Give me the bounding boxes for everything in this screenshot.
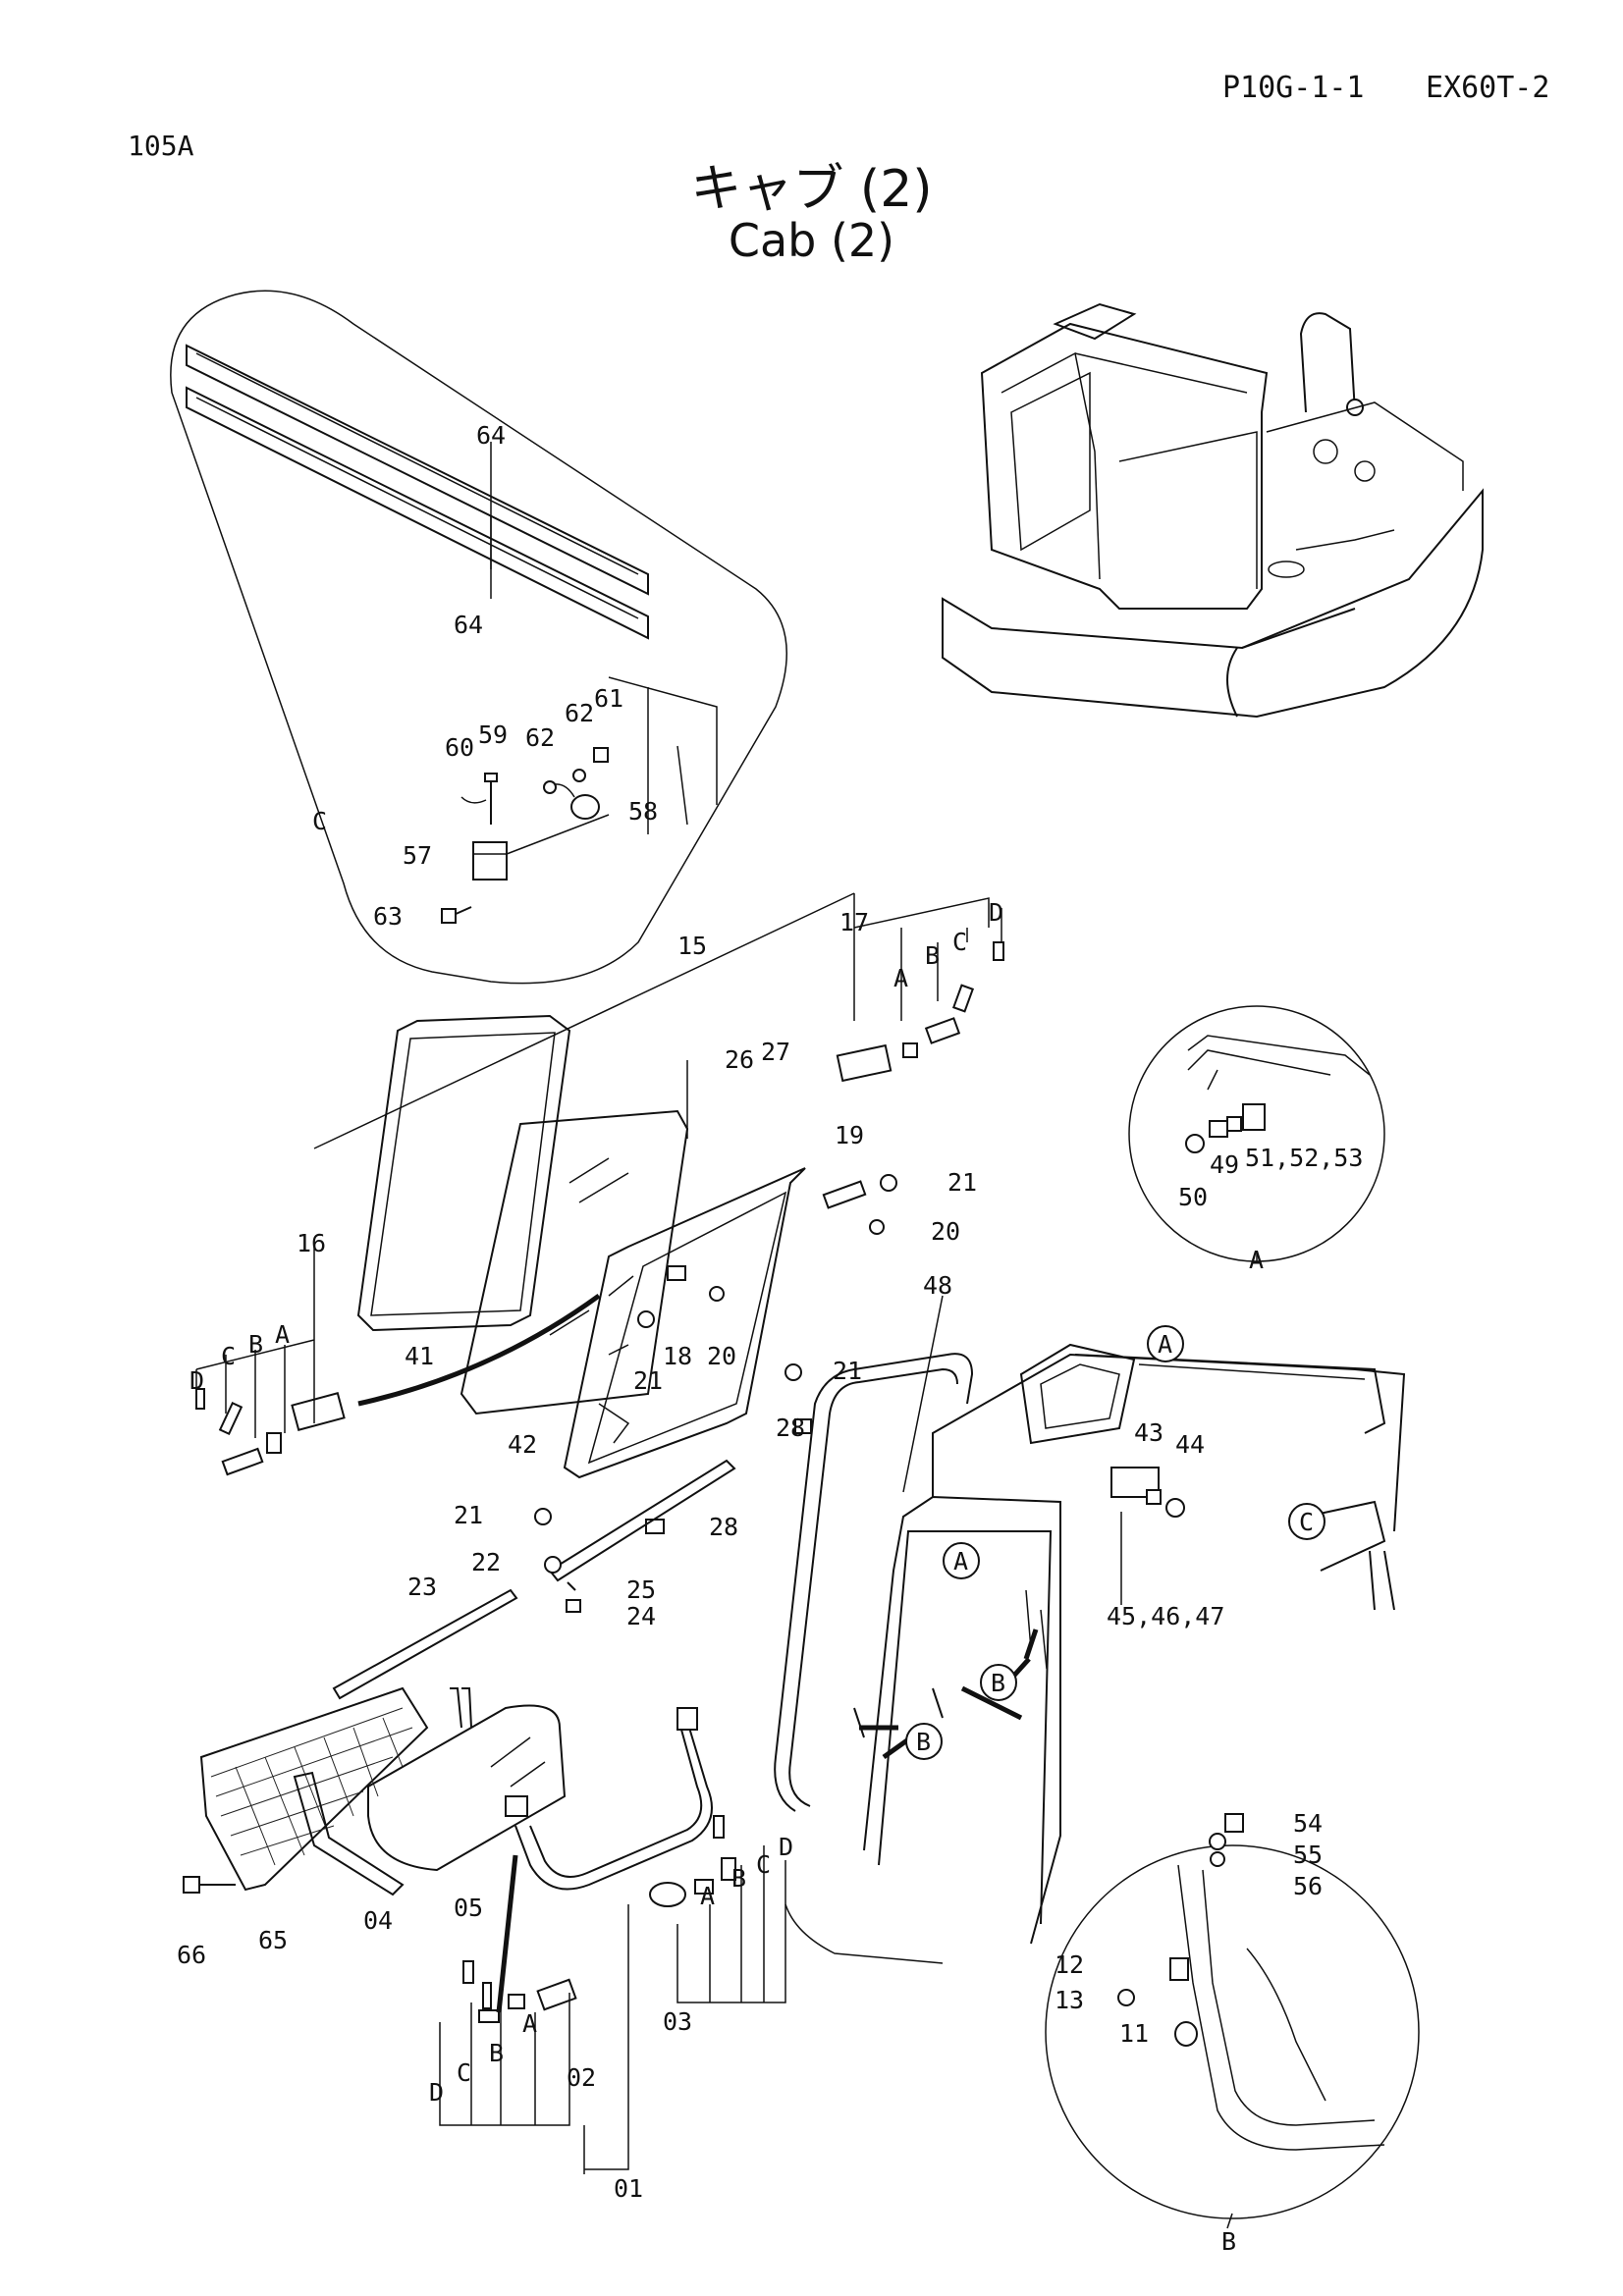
callout-28-b: 28	[709, 1513, 738, 1541]
callout-a-bottom: A	[522, 2009, 537, 2038]
title-japanese: キャブ (2)	[690, 160, 933, 219]
callout-b-left: B	[248, 1330, 263, 1359]
detail-b-bubble	[1045, 1813, 1420, 2219]
callout-circles	[905, 1325, 1325, 1760]
callout-27: 27	[761, 1038, 790, 1066]
detail-a-label: A	[1249, 1246, 1264, 1274]
callout-56: 56	[1293, 1872, 1323, 1900]
callout-62-right: 62	[565, 699, 594, 727]
callout-51-53: 51,52,53	[1245, 1144, 1363, 1172]
callout-49: 49	[1210, 1150, 1239, 1179]
leader-lines	[195, 892, 1258, 2229]
callout-13: 13	[1055, 1986, 1084, 2014]
callout-d-top: D	[989, 898, 1003, 927]
callout-03: 03	[663, 2007, 692, 2036]
callout-04: 04	[363, 1906, 393, 1935]
callout-43: 43	[1134, 1418, 1163, 1447]
callout-circle-a-top: A	[1158, 1330, 1172, 1359]
callout-21-d: 21	[454, 1501, 483, 1529]
door-assembly	[183, 941, 1004, 2023]
figure-number: 105A	[128, 130, 194, 162]
callout-17: 17	[839, 908, 869, 936]
callout-23: 23	[407, 1573, 437, 1601]
callout-63: 63	[373, 902, 403, 931]
callout-54: 54	[1293, 1809, 1323, 1838]
callout-42: 42	[508, 1430, 537, 1459]
callout-65: 65	[258, 1926, 288, 1954]
callout-66: 66	[177, 1941, 206, 1969]
callout-21-c: 21	[833, 1357, 862, 1385]
callout-d-left: D	[189, 1366, 204, 1395]
callout-a-top: A	[893, 964, 908, 992]
callout-20-a: 20	[931, 1217, 960, 1246]
callout-20-b: 20	[707, 1342, 736, 1370]
callout-44: 44	[1175, 1430, 1205, 1459]
detail-c-bubble	[170, 290, 787, 985]
callout-22: 22	[471, 1548, 501, 1576]
callout-41: 41	[405, 1342, 434, 1370]
callout-16: 16	[297, 1229, 326, 1257]
title-english: Cab (2)	[728, 214, 895, 267]
callout-18: 18	[663, 1342, 692, 1370]
callout-c-right: C	[756, 1850, 771, 1879]
callout-57: 57	[403, 841, 432, 870]
callout-58: 58	[628, 797, 658, 826]
callout-d-bottom: D	[429, 2078, 444, 2107]
callout-28-a: 28	[776, 1414, 805, 1442]
callout-c-left: C	[221, 1342, 236, 1370]
page-code: P10G-1-1	[1222, 71, 1365, 105]
callout-24: 24	[626, 1602, 656, 1630]
callout-59: 59	[478, 721, 508, 749]
callout-11: 11	[1119, 2019, 1149, 2048]
callout-a-right: A	[700, 1882, 715, 1910]
callout-19: 19	[835, 1121, 864, 1149]
callout-50: 50	[1178, 1183, 1208, 1211]
detail-b-label: B	[1221, 2227, 1236, 2256]
callout-45-47: 45,46,47	[1107, 1602, 1224, 1630]
callout-b-top: B	[925, 941, 940, 970]
callout-60: 60	[445, 733, 474, 762]
callout-48: 48	[923, 1271, 952, 1300]
callout-02: 02	[567, 2063, 596, 2092]
callout-circle-c: C	[1299, 1508, 1314, 1536]
detail-c-label: C	[312, 807, 327, 835]
excavator-overview	[942, 302, 1484, 719]
callout-circle-b-low: B	[916, 1728, 931, 1756]
callout-15: 15	[677, 932, 707, 960]
callout-05: 05	[454, 1894, 483, 1922]
callout-01: 01	[614, 2174, 643, 2203]
callout-55: 55	[1293, 1841, 1323, 1869]
callout-64-lower: 64	[454, 611, 483, 639]
callout-b-right: B	[731, 1864, 746, 1893]
callout-62-left: 62	[525, 723, 555, 752]
callout-circle-b-mid: B	[991, 1669, 1005, 1697]
callout-21-a: 21	[947, 1168, 977, 1197]
callout-26: 26	[725, 1045, 754, 1074]
cab-frame	[774, 1343, 1406, 1964]
callout-64-upper: 64	[476, 421, 506, 450]
callout-d-right: D	[779, 1833, 793, 1861]
model-code: EX60T-2	[1426, 71, 1550, 105]
callout-61: 61	[594, 684, 623, 713]
callout-25: 25	[626, 1575, 656, 1604]
callout-12: 12	[1055, 1950, 1084, 1979]
callout-a-left: A	[275, 1320, 290, 1349]
callout-c-bottom: C	[457, 2058, 471, 2087]
callout-21-b: 21	[633, 1366, 663, 1395]
callout-circle-a-mid: A	[953, 1547, 968, 1575]
callout-b-bottom: B	[489, 2039, 504, 2067]
callout-labels: 64 64 60 59 62 62 61 58 57 63 C 15 17 D …	[177, 421, 1363, 2256]
detail-a-bubble	[1128, 1005, 1385, 1262]
callout-c-top: C	[952, 928, 967, 956]
